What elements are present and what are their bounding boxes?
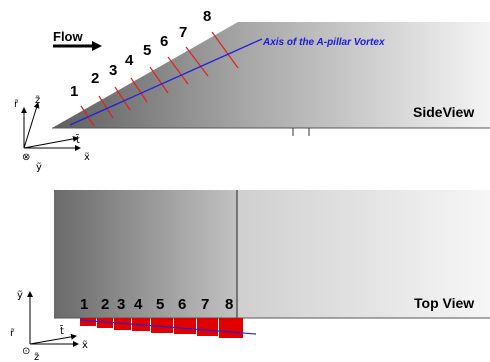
side-station-number: 7: [179, 24, 187, 41]
axis-label-y: ỹ: [36, 162, 42, 173]
side-station-line: [98, 95, 114, 119]
side-station-number: 1: [70, 83, 78, 100]
side-station-line: [185, 46, 209, 77]
top-vortex-axis-line: [79, 319, 257, 335]
top-station-number: 8: [225, 296, 233, 313]
vortex-axis-label: Axis of the A-pillar Vortex: [262, 37, 385, 48]
side-coordinate-system: r̃ z̃ t̃ x̃ ⊗ ỹ: [14, 94, 90, 173]
axis-arrow: [23, 135, 79, 149]
axis-label-x: x̃: [84, 151, 90, 163]
axis-label-t: t̃: [75, 133, 80, 146]
top-view-body-light: [237, 190, 490, 318]
top-station-marker: [197, 318, 218, 336]
top-station-marker: [174, 318, 196, 334]
side-station-lines: [80, 31, 239, 127]
axis-arrow: [23, 102, 40, 149]
axis-label-z: z̃: [34, 351, 39, 362]
axis-symbol-out-of-page: ⊙: [22, 346, 30, 357]
vortex-axis-line: [69, 38, 263, 126]
axis-label-x: x̃: [82, 339, 88, 351]
side-station-line: [114, 86, 131, 111]
top-station-number: 1: [80, 296, 88, 313]
top-station-markers: [80, 318, 243, 338]
side-station-number: 2: [91, 70, 99, 87]
axis-label-r: r̃: [10, 327, 15, 339]
side-station-number: 3: [109, 62, 117, 79]
side-station-line: [149, 66, 169, 94]
side-station-number: 8: [203, 8, 211, 25]
top-station-number: 7: [201, 296, 209, 313]
top-station-marker: [80, 318, 96, 326]
top-station-number: 2: [101, 296, 109, 313]
side-view: Axis of the A-pillar Vortex Flow 1 2 3 4…: [52, 8, 490, 136]
top-coordinate-system: ỹ r̃ t̃ x̃ ⊙ z̃: [10, 290, 88, 362]
top-view: 1 2 3 4 5 6 7 8 Top View: [54, 190, 490, 338]
side-station-line: [211, 31, 239, 69]
top-view-title: Top View: [414, 295, 474, 311]
side-station-line: [80, 105, 95, 127]
side-station-line: [167, 56, 189, 85]
axis-symbol-into-page: ⊗: [22, 152, 30, 163]
flow-arrow-head: [92, 41, 102, 51]
side-station-line: [130, 77, 148, 103]
top-station-marker: [151, 318, 173, 333]
side-station-number: 5: [143, 42, 151, 59]
top-station-number: 4: [134, 296, 143, 313]
flow-label: Flow: [53, 29, 83, 44]
axis-label-t: t̃: [59, 324, 64, 337]
top-station-number: 3: [117, 296, 125, 313]
top-station-number: 6: [178, 296, 186, 313]
side-station-number: 4: [125, 52, 134, 69]
side-view-title: SideView: [413, 104, 474, 120]
axis-label-z: z̃: [35, 94, 40, 106]
side-station-number: 6: [160, 33, 168, 50]
axis-label-r: r̃: [14, 98, 19, 110]
axis-arrow: [29, 333, 77, 345]
top-view-body-dark: [54, 190, 237, 318]
top-station-marker: [219, 318, 243, 338]
top-station-marker: [97, 318, 113, 328]
axis-label-y: ỹ: [17, 290, 23, 301]
top-station-number: 5: [156, 296, 164, 313]
side-view-body: [52, 22, 490, 128]
top-station-marker: [114, 318, 131, 330]
